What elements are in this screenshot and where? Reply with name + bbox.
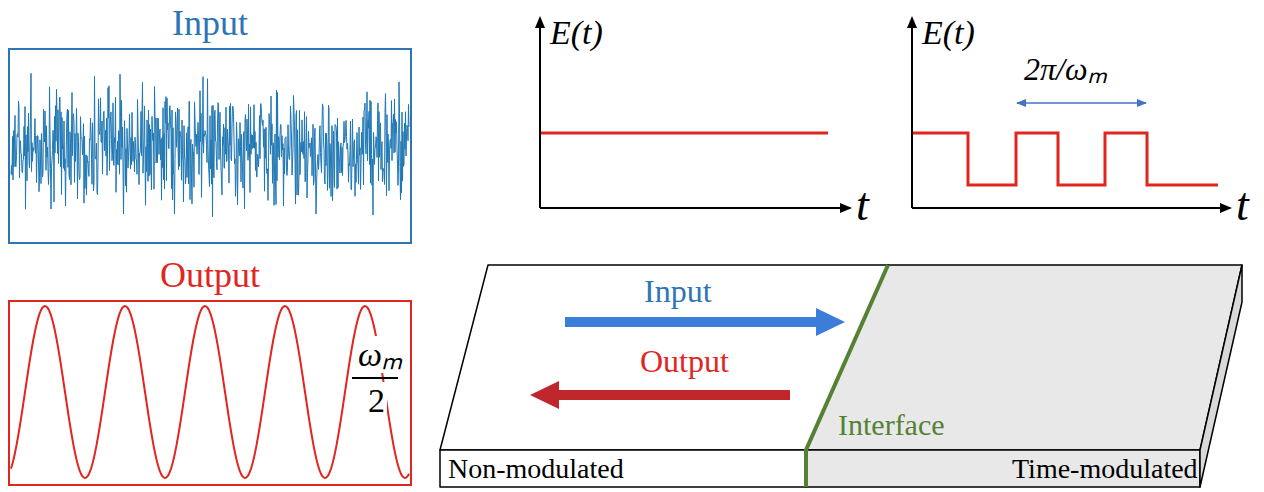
arrow-label: Input (644, 274, 712, 309)
box-heading: Input (10, 4, 410, 44)
fraction-bar (352, 377, 398, 379)
axis-label: E(t) (550, 14, 603, 51)
region-label: Time-modulated (1012, 454, 1198, 485)
input-signal-box: Input (8, 48, 412, 244)
slab (440, 265, 1242, 487)
region-label: Non-modulated (448, 454, 624, 485)
frequency-numerator: ωₘ (356, 336, 405, 373)
output-arrow (530, 381, 790, 409)
axis-label: t (1236, 180, 1249, 231)
noise-trace (11, 73, 409, 217)
input-arrow (565, 308, 845, 336)
arrow-label: Output (640, 344, 729, 379)
frequency-denominator: 2 (366, 382, 387, 419)
sine-trace (11, 306, 409, 478)
output-signal-box: Output (8, 300, 412, 486)
period-dimension: 2π/ωₘ (1024, 52, 1107, 87)
interface-label: Interface (838, 408, 945, 441)
box-heading: Output (10, 256, 410, 296)
axis-label: t (856, 180, 869, 231)
interface-line (806, 265, 888, 487)
axis-label: E(t) (922, 14, 975, 51)
